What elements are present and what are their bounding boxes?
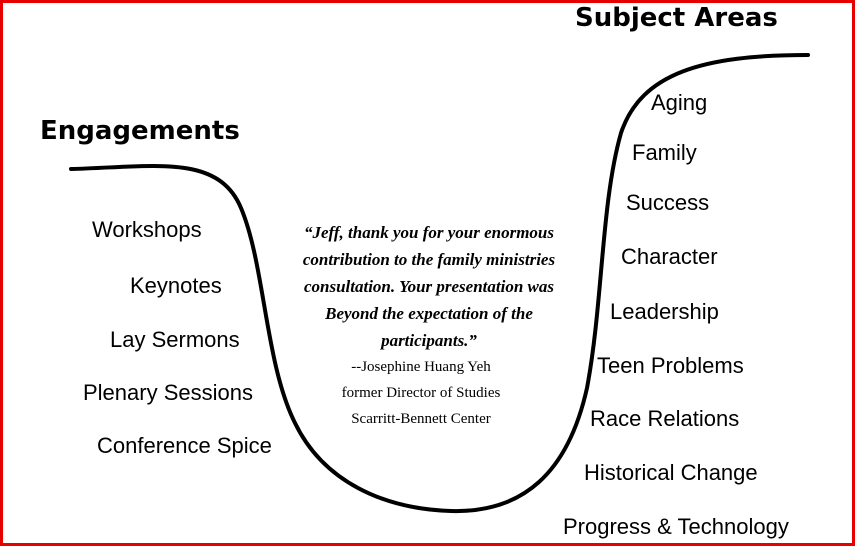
subject-area-item: Aging bbox=[651, 90, 708, 115]
u-curve-path bbox=[69, 53, 810, 514]
subject-area-item: Character bbox=[621, 244, 718, 269]
engagement-item: Keynotes bbox=[130, 273, 222, 298]
engagement-item: Lay Sermons bbox=[110, 327, 240, 352]
subject-area-item: Family bbox=[632, 140, 697, 165]
quote-line: Beyond the expectation of the bbox=[325, 304, 533, 323]
quote-line: “Jeff, thank you for your enormous bbox=[304, 223, 554, 242]
engagement-item: Conference Spice bbox=[97, 433, 272, 458]
subject-area-item: Historical Change bbox=[584, 460, 758, 485]
engagement-item: Plenary Sessions bbox=[83, 380, 253, 405]
quote-line: contribution to the family ministries bbox=[302, 250, 556, 269]
subject-area-item: Leadership bbox=[610, 299, 719, 324]
engagements-heading: Engagements bbox=[40, 116, 240, 146]
quote-attribution-title: former Director of Studies bbox=[341, 385, 501, 401]
quote-attribution-org: Scarritt-Bennett Center bbox=[351, 411, 491, 427]
quote-attribution-name: --Josephine Huang Yeh bbox=[351, 359, 491, 375]
subject-area-item: Success bbox=[626, 190, 710, 215]
u-curve bbox=[69, 53, 810, 514]
engagement-item: Workshops bbox=[92, 217, 202, 242]
subject-area-item: Teen Problems bbox=[597, 353, 744, 378]
subject-area-item: Progress & Technology bbox=[563, 514, 789, 539]
testimonial-quote: “Jeff, thank you for your enormous contr… bbox=[265, 219, 593, 432]
subject-area-item: Race Relations bbox=[590, 406, 740, 431]
quote-line: consultation. Your presentation was bbox=[303, 277, 555, 296]
quote-line: participants.” bbox=[381, 331, 477, 350]
subject-areas-heading: Subject Areas bbox=[575, 3, 778, 33]
